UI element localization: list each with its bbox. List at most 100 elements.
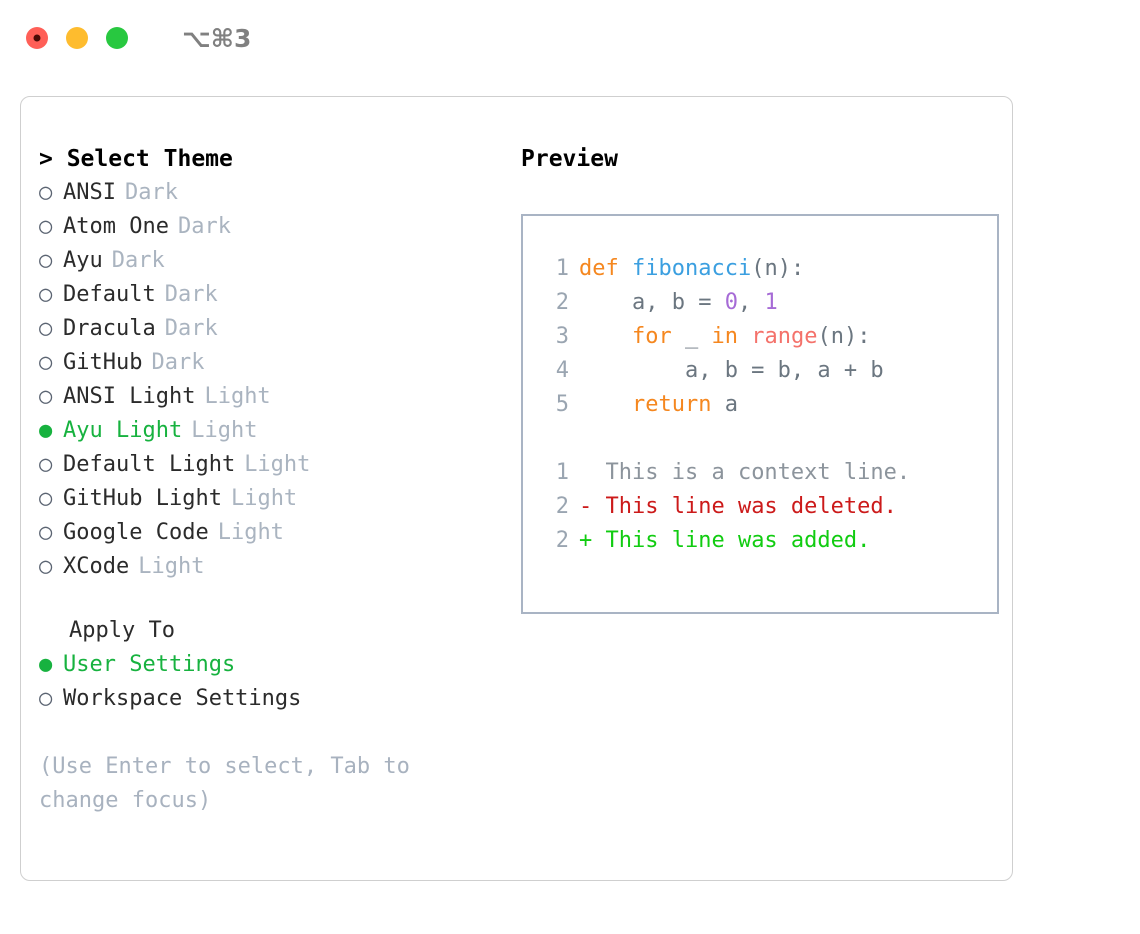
theme-option-default-light[interactable]: ○ Default Light Light [39,448,499,482]
apply-to-heading: Apply To [69,618,175,643]
close-button[interactable] [26,27,48,49]
radio-unselected-icon: ○ [39,180,53,205]
theme-variant-tag: Dark [164,316,218,341]
theme-variant-tag: Light [217,520,284,545]
code-line: 4 a, b = b, a + b [541,354,997,388]
section-spacer [39,584,499,614]
keyboard-shortcut-label: ⌥⌘3 [182,23,252,53]
theme-option-label: GitHub [63,350,143,375]
theme-option-default[interactable]: ○ Default Dark [39,278,499,312]
theme-variant-tag: Dark [111,248,165,273]
code-token-plain [738,324,751,349]
theme-variant-tag: Dark [151,350,205,375]
theme-option-label: Dracula [63,316,156,341]
radio-unselected-icon: ○ [39,214,53,239]
radio-unselected-icon: ○ [39,452,53,477]
window-controls [26,27,128,49]
code-token-plain: a, b = b, a + b [579,358,884,383]
code-token-call: range [751,324,818,349]
minimize-button[interactable] [66,27,88,49]
theme-option-atom-one[interactable]: ○ Atom One Dark [39,210,499,244]
code-token-num: 0 [724,290,738,315]
radio-unselected-icon: ○ [39,686,53,711]
theme-option-label: GitHub Light [63,486,222,511]
diff-text: This line was deleted. [592,494,897,519]
radio-unselected-icon: ○ [39,282,53,307]
theme-option-label: ANSI [63,180,116,205]
apply-to-option-list: ● User Settings ○ Workspace Settings [39,648,499,716]
keyboard-hint-text: (Use Enter to select, Tab to change focu… [39,754,424,813]
theme-option-label: Google Code [63,520,209,545]
apply-option-workspace-settings[interactable]: ○ Workspace Settings [39,682,499,716]
line-number: 4 [555,358,569,383]
code-token-plain [579,324,632,349]
diff-marker [579,460,592,485]
line-number: 1 [555,460,569,485]
theme-option-label: ANSI Light [63,384,196,409]
code-token-plain: a [711,392,738,417]
radio-unselected-icon: ○ [39,248,53,273]
line-number: 2 [555,528,569,553]
code-token-plain [579,392,632,417]
theme-option-dracula[interactable]: ○ Dracula Dark [39,312,499,346]
theme-option-github[interactable]: ○ GitHub Dark [39,346,499,380]
diff-marker: + [579,528,593,553]
apply-option-label: User Settings [63,652,236,677]
radio-selected-icon: ● [39,652,53,677]
apply-option-user-settings[interactable]: ● User Settings [39,648,499,682]
radio-unselected-icon: ○ [39,350,53,375]
radio-unselected-icon: ○ [39,384,53,409]
title-bar: ⌥⌘3 [0,0,1140,76]
diff-line-del: 2- This line was deleted. [541,490,997,524]
diff-marker: - [579,494,593,519]
preview-heading: Preview [521,146,618,172]
theme-option-label: Atom One [63,214,169,239]
diff-line-ctx: 1 This is a context line. [541,456,997,490]
radio-unselected-icon: ○ [39,554,53,579]
code-diff-separator [541,422,997,456]
code-line: 3 for _ in range(n): [541,320,997,354]
theme-option-ansi[interactable]: ○ ANSI Dark [39,176,499,210]
theme-option-label: Default Light [63,452,236,477]
theme-variant-tag: Light [138,554,205,579]
diff-sample: 1 This is a context line.2- This line wa… [541,456,997,558]
code-token-fn: fibonacci [631,256,752,281]
radio-unselected-icon: ○ [39,316,53,341]
theme-option-label: XCode [63,554,130,579]
line-number: 3 [555,324,569,349]
line-number: 2 [555,290,569,315]
theme-option-xcode[interactable]: ○ XCode Light [39,550,499,584]
apply-option-label: Workspace Settings [63,686,302,711]
maximize-button[interactable] [106,27,128,49]
theme-variant-tag: Dark [124,180,178,205]
diff-text: This line was added. [592,528,871,553]
code-line: 5 return a [541,388,997,422]
radio-selected-icon: ● [39,418,53,443]
theme-variant-tag: Dark [164,282,218,307]
line-number: 1 [555,256,569,281]
theme-option-label: Ayu Light [63,418,183,443]
theme-option-label: Ayu [63,248,103,273]
line-number: 2 [555,494,569,519]
theme-option-label: Default [63,282,156,307]
code-token-plain: _ [671,324,712,349]
theme-variant-tag: Dark [177,214,231,239]
code-token-kw: for [631,324,672,349]
code-line: 2 a, b = 0, 1 [541,286,997,320]
code-token-kw: in [711,324,738,349]
theme-variant-tag: Light [230,486,298,511]
theme-option-ayu[interactable]: ○ Ayu Dark [39,244,499,278]
theme-variant-tag: Light [244,452,311,477]
